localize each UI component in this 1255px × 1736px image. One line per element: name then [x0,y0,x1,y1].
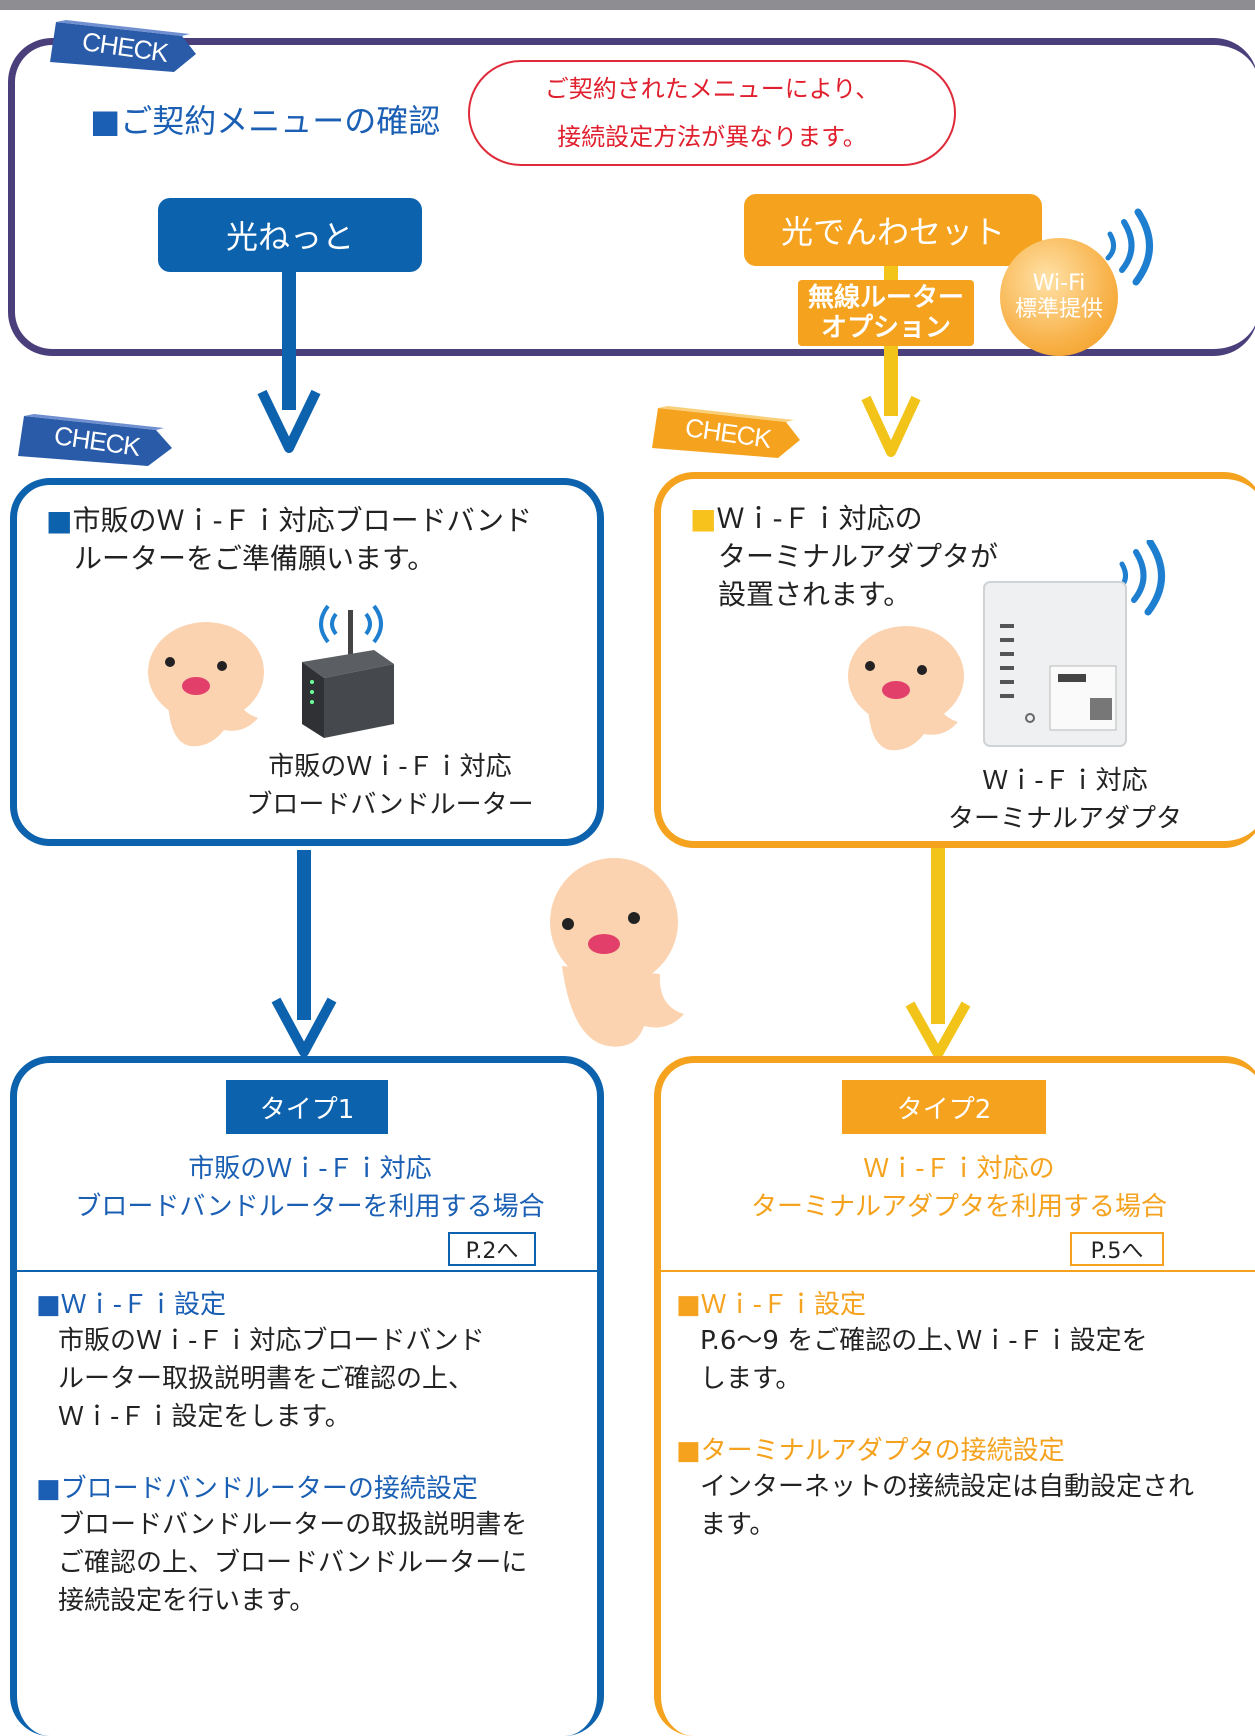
type2-desc-line-1: Ｗｉ-Ｆｉ対応の [863,1154,1055,1184]
blue-arrow-shaft-2 [297,850,311,1020]
type1-sec2-line-3: 接続設定を行います。 [58,1586,316,1616]
bullet-square: ■ [46,504,73,537]
wifi-badge-line-1: Wi-Fi [1032,271,1086,296]
type2-desc-line-2: ターミナルアダプタを利用する場合 [750,1192,1167,1222]
type1-wifi-setting-body: 市販のＷｉ-Ｆｉ対応ブロードバンド ルーター取扱説明書をご確認の上、 Ｗｉ-Ｆｉ… [36,1322,596,1436]
type1-router-setting-body: ブロードバンドルーターの取扱説明書を ご確認の上、ブロードバンドルーターに 接続… [36,1506,596,1620]
hikari-denwa-option: 光でんわセット [744,194,1042,266]
adapter-caption: Ｗｉ-Ｆｉ対応 ターミナルアダプタ [920,762,1210,838]
type2-description: Ｗｉ-Ｆｉ対応の ターミナルアダプタを利用する場合 [664,1150,1254,1226]
type2-adapter-setting-body: インターネットの接続設定は自動設定され ます。 [676,1468,1246,1544]
type1-router-setting-title: ■ブロードバンドルーターの接続設定 [36,1474,478,1504]
notice-line-1: ご契約されたメニューにより、 [544,75,880,103]
type1-sec1-line-2: ルーター取扱説明書をご確認の上、 [58,1364,475,1394]
router-prep-text: ■市販のＷｉ-Ｆｉ対応ブロードバンド ルーターをご準備願います。 [46,502,594,578]
type1-sec2-line-1: ブロードバンドルーターの取扱説明書を [58,1510,528,1540]
type1-desc-line-2: ブロードバンドルーターを利用する場合 [75,1192,545,1222]
type1-label: タイプ1 [226,1080,388,1134]
terminal-adapter-device-icon [980,578,1130,754]
orange-arrow-head-1 [861,395,921,457]
orange-arrow-shaft-2 [931,848,945,1024]
type2-wifi-setting-body: P.6～9 をご確認の上､Ｗｉ-Ｆｉ設定を します。 [676,1322,1246,1398]
type1-sec1-line-3: Ｗｉ-Ｆｉ設定をします。 [58,1402,351,1432]
type1-sections: ■Ｗｉ-Ｆｉ設定 市販のＷｉ-Ｆｉ対応ブロードバンド ルーター取扱説明書をご確認… [36,1288,596,1620]
type2-sections: ■Ｗｉ-Ｆｉ設定 P.6～9 をご確認の上､Ｗｉ-Ｆｉ設定を します。 ■ターミ… [676,1288,1246,1544]
type2-sec1-line-2: します。 [700,1364,802,1394]
terminal-adapter-box [654,472,1255,848]
contract-menu-title: ■ご契約メニューの確認 [90,102,441,140]
type1-desc-line-1: 市販のＷｉ-Ｆｉ対応 [188,1154,432,1184]
orange-arrow-head-2 [905,1001,971,1059]
type1-box [10,1056,604,1736]
router-prep-line-2: ルーターをご準備願います。 [74,542,436,575]
type2-label: タイプ2 [842,1080,1046,1134]
type2-sec1-line-1: P.6～9 をご確認の上､Ｗｉ-Ｆｉ設定を [700,1326,1148,1356]
blue-arrow-head-2 [271,997,337,1057]
blue-arrow-shaft-1 [282,270,296,410]
check-tag-left: CHECK [18,412,176,470]
type1-page-link[interactable]: P.2へ [448,1232,536,1266]
type1-divider [14,1270,600,1272]
terminal-adapter-line-2: ターミナルアダプタが [718,540,999,573]
type2-sec2-line-2: ます。 [700,1510,776,1540]
router-prep-line-1: 市販のＷｉ-Ｆｉ対応ブロードバンド [72,504,532,537]
contract-menu-panel [8,38,1255,356]
router-option-line-1: 無線ルーター [807,283,964,313]
notice-line-2: 接続設定方法が異なります。 [557,123,867,151]
type2-adapter-setting-title: ■ターミナルアダプタの接続設定 [676,1436,1065,1466]
wifi-signal-icon [1105,208,1153,286]
wifi-standard-badge: Wi-Fi 標準提供 [1000,238,1118,356]
mascot-character [840,626,980,756]
type1-wifi-setting-title: ■Ｗｉ-Ｆｉ設定 [36,1290,226,1320]
router-option-line-2: オプション [820,313,951,343]
type2-divider [660,1270,1255,1272]
terminal-adapter-line-3: 設置されます。 [718,578,912,611]
broadband-router-icon [290,590,414,744]
type1-sec1-line-1: 市販のＷｉ-Ｆｉ対応ブロードバンド [58,1326,485,1356]
router-caption-line-1: 市販のＷｉ-Ｆｉ対応 [268,752,512,782]
router-caption: 市販のＷｉ-Ｆｉ対応 ブロードバンドルーター [200,748,580,824]
mascot-character-center [548,856,688,1052]
check-tag-top: CHECK [50,18,200,76]
type1-description: 市販のＷｉ-Ｆｉ対応 ブロードバンドルーターを利用する場合 [20,1150,600,1226]
type2-sec2-line-1: インターネットの接続設定は自動設定され [700,1472,1195,1502]
adapter-caption-line-1: Ｗｉ-Ｆｉ対応 [982,766,1148,796]
type2-page-link[interactable]: P.5へ [1070,1232,1164,1266]
blue-arrow-head-1 [257,389,321,453]
type2-box [654,1056,1255,1736]
type1-sec2-line-2: ご確認の上、ブロードバンドルーターに [58,1548,528,1578]
router-prep-box [10,478,604,846]
bullet-square: ■ [690,502,717,535]
wifi-badge-line-2: 標準提供 [1014,297,1103,322]
hikari-net-option: 光ねっと [158,198,422,272]
top-bar [0,0,1255,10]
router-caption-line-2: ブロードバンドルーター [246,790,534,820]
router-option-tag: 無線ルーター オプション [798,280,974,346]
terminal-adapter-text: ■Ｗｉ-Ｆｉ対応の ターミナルアダプタが 設置されます。 [690,500,1050,614]
type2-wifi-setting-title: ■Ｗｉ-Ｆｉ設定 [676,1290,866,1320]
notice-bubble: ご契約されたメニューにより、 接続設定方法が異なります。 [468,60,956,166]
terminal-adapter-line-1: Ｗｉ-Ｆｉ対応の [716,502,923,535]
adapter-caption-line-2: ターミナルアダプタ [947,804,1182,834]
check-tag-right: CHECK [652,404,804,462]
mascot-character [140,622,280,752]
